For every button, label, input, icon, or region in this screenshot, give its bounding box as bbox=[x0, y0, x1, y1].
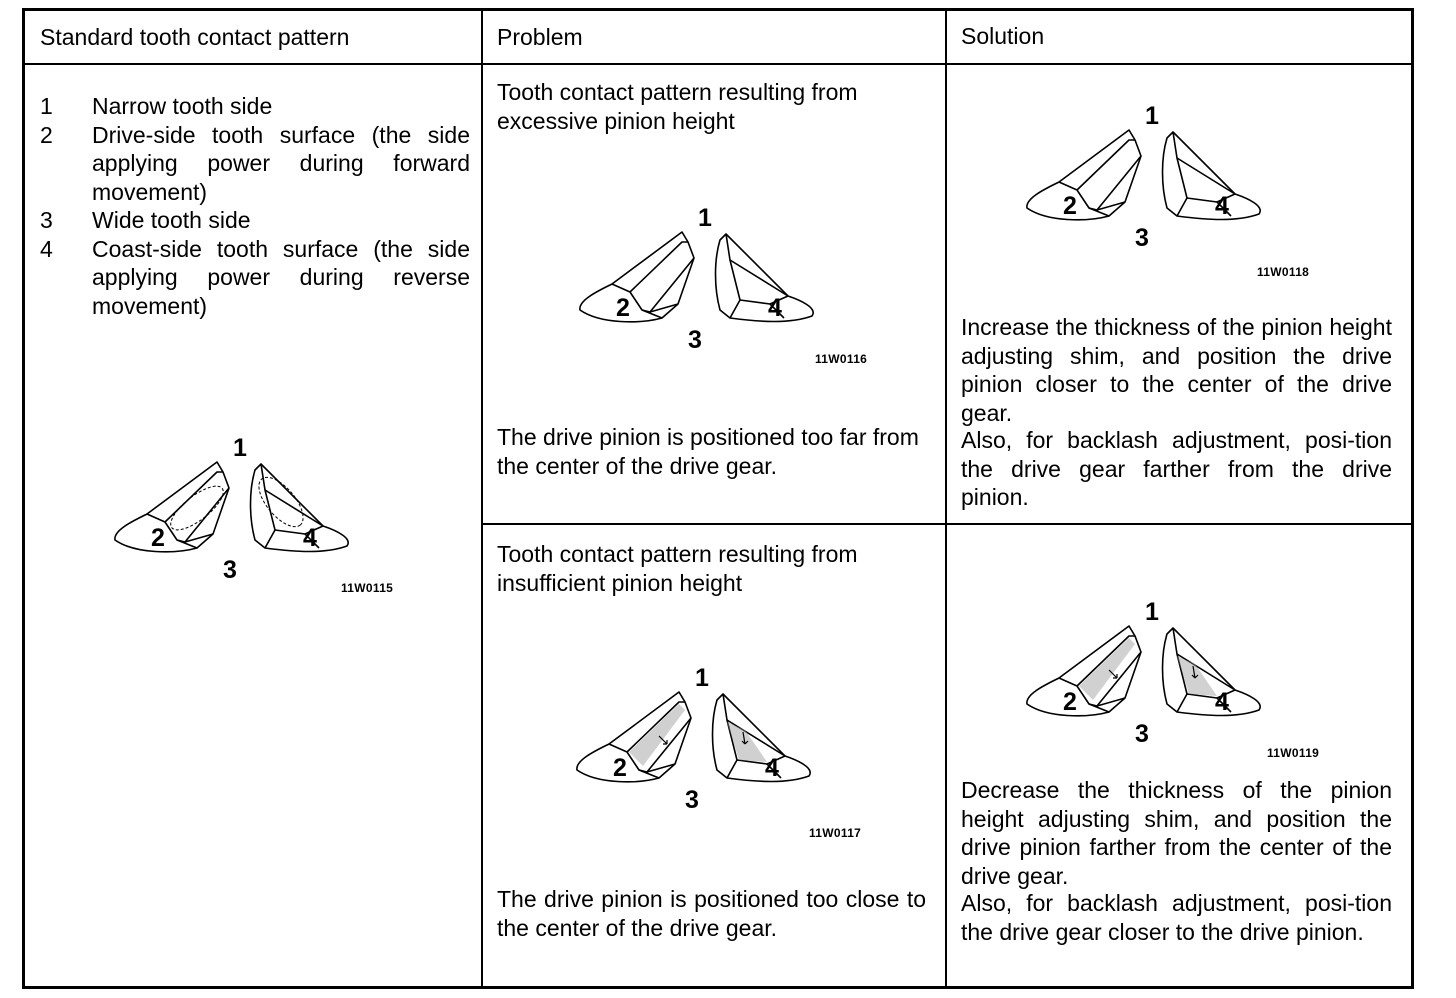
item-number: 2 bbox=[40, 121, 53, 148]
callout-number: 4 bbox=[1215, 688, 1229, 716]
border-bottom bbox=[24, 986, 1414, 989]
header-rule bbox=[24, 63, 1414, 65]
callout-number: 3 bbox=[1135, 720, 1149, 748]
col-divider-2 bbox=[945, 8, 947, 989]
callout-number: 3 bbox=[688, 326, 702, 354]
border-right bbox=[1411, 8, 1414, 989]
callout-number: 1 bbox=[233, 434, 247, 462]
callout-number: 2 bbox=[1063, 192, 1077, 220]
problem-2-description: The drive pinion is positioned too close… bbox=[497, 886, 926, 941]
callout-number: 2 bbox=[151, 524, 165, 552]
gear-teeth-illustration: 1 2 3 4 bbox=[1026, 102, 1261, 252]
callout-number: 1 bbox=[695, 664, 709, 692]
callout-number: 4 bbox=[765, 754, 779, 782]
standard-legend-list: 1 Narrow tooth side 2 Drive-side tooth sur… bbox=[40, 92, 470, 320]
problem-1-title: Tooth contact pattern resulting from exc… bbox=[497, 79, 858, 134]
problem-2-tooth-figure: 1 2 3 4 bbox=[567, 660, 817, 820]
callout-number: 4 bbox=[1215, 192, 1229, 220]
callout-number: 1 bbox=[1145, 598, 1159, 626]
list-item: 3 Wide tooth side bbox=[40, 206, 470, 235]
list-item: 1 Narrow tooth side bbox=[40, 92, 470, 121]
solution-2-backlash-text: Also, for backlash adjustment, posi-tion… bbox=[961, 890, 1392, 945]
callout-number: 3 bbox=[223, 556, 237, 584]
callout-number: 2 bbox=[616, 294, 630, 322]
item-text: Drive-side tooth surface (the side apply… bbox=[92, 121, 470, 205]
figure-code: 11W0118 bbox=[1257, 265, 1310, 279]
solution-2-text: Decrease the thickness of the pinion hei… bbox=[961, 777, 1392, 889]
callout-number: 1 bbox=[1145, 102, 1159, 130]
header-problem: Problem bbox=[497, 24, 583, 50]
item-number: 4 bbox=[40, 235, 53, 262]
solution-1-tooth-figure: 1 2 3 4 bbox=[1017, 98, 1267, 258]
figure-code: 11W0119 bbox=[1267, 746, 1320, 760]
problem-1-description: The drive pinion is positioned too far f… bbox=[497, 424, 919, 479]
callout-number: 1 bbox=[698, 204, 712, 232]
callout-number: 2 bbox=[613, 754, 627, 782]
item-text: Coast-side tooth surface (the side apply… bbox=[92, 235, 470, 319]
gear-teeth-illustration: 1 2 3 4 bbox=[114, 434, 349, 584]
figure-code: 11W0115 bbox=[341, 581, 394, 595]
solution-1-text: Increase the thickness of the pinion hei… bbox=[961, 314, 1392, 426]
callout-number: 4 bbox=[768, 294, 782, 322]
col-divider-1 bbox=[481, 8, 483, 989]
header-solution: Solution bbox=[961, 23, 1045, 49]
border-left bbox=[22, 8, 25, 989]
callout-number: 2 bbox=[1063, 688, 1077, 716]
row-divider bbox=[482, 523, 1412, 525]
gear-teeth-illustration: 1 2 3 4 bbox=[576, 664, 811, 814]
problem-2-title: Tooth contact pattern resulting from ins… bbox=[497, 541, 858, 596]
figure-code: 11W0117 bbox=[809, 826, 862, 840]
item-number: 3 bbox=[40, 207, 53, 233]
list-item: 2 Drive-side tooth surface (the side appl… bbox=[40, 121, 470, 207]
list-item: 4 Coast-side tooth surface (the side appl… bbox=[40, 235, 470, 321]
item-number: 1 bbox=[40, 93, 53, 119]
header-standard: Standard tooth contact pattern bbox=[40, 24, 350, 50]
callout-number: 3 bbox=[1135, 224, 1149, 252]
figure-code: 11W0116 bbox=[815, 352, 868, 366]
gear-teeth-illustration: 1 2 3 4 bbox=[579, 204, 814, 354]
border-top bbox=[24, 8, 1414, 11]
standard-tooth-figure: 1 2 3 4 bbox=[105, 430, 355, 590]
solution-2-tooth-figure: 1 2 3 4 bbox=[1017, 594, 1267, 754]
callout-number: 3 bbox=[685, 786, 699, 814]
gear-teeth-illustration: 1 2 3 4 bbox=[1026, 598, 1261, 748]
callout-number: 4 bbox=[303, 524, 317, 552]
solution-1-backlash-text: Also, for backlash adjustment, posi-tion… bbox=[961, 427, 1392, 510]
item-text: Wide tooth side bbox=[92, 207, 251, 233]
problem-1-tooth-figure: 1 2 3 4 bbox=[570, 200, 820, 360]
item-text: Narrow tooth side bbox=[92, 93, 273, 119]
